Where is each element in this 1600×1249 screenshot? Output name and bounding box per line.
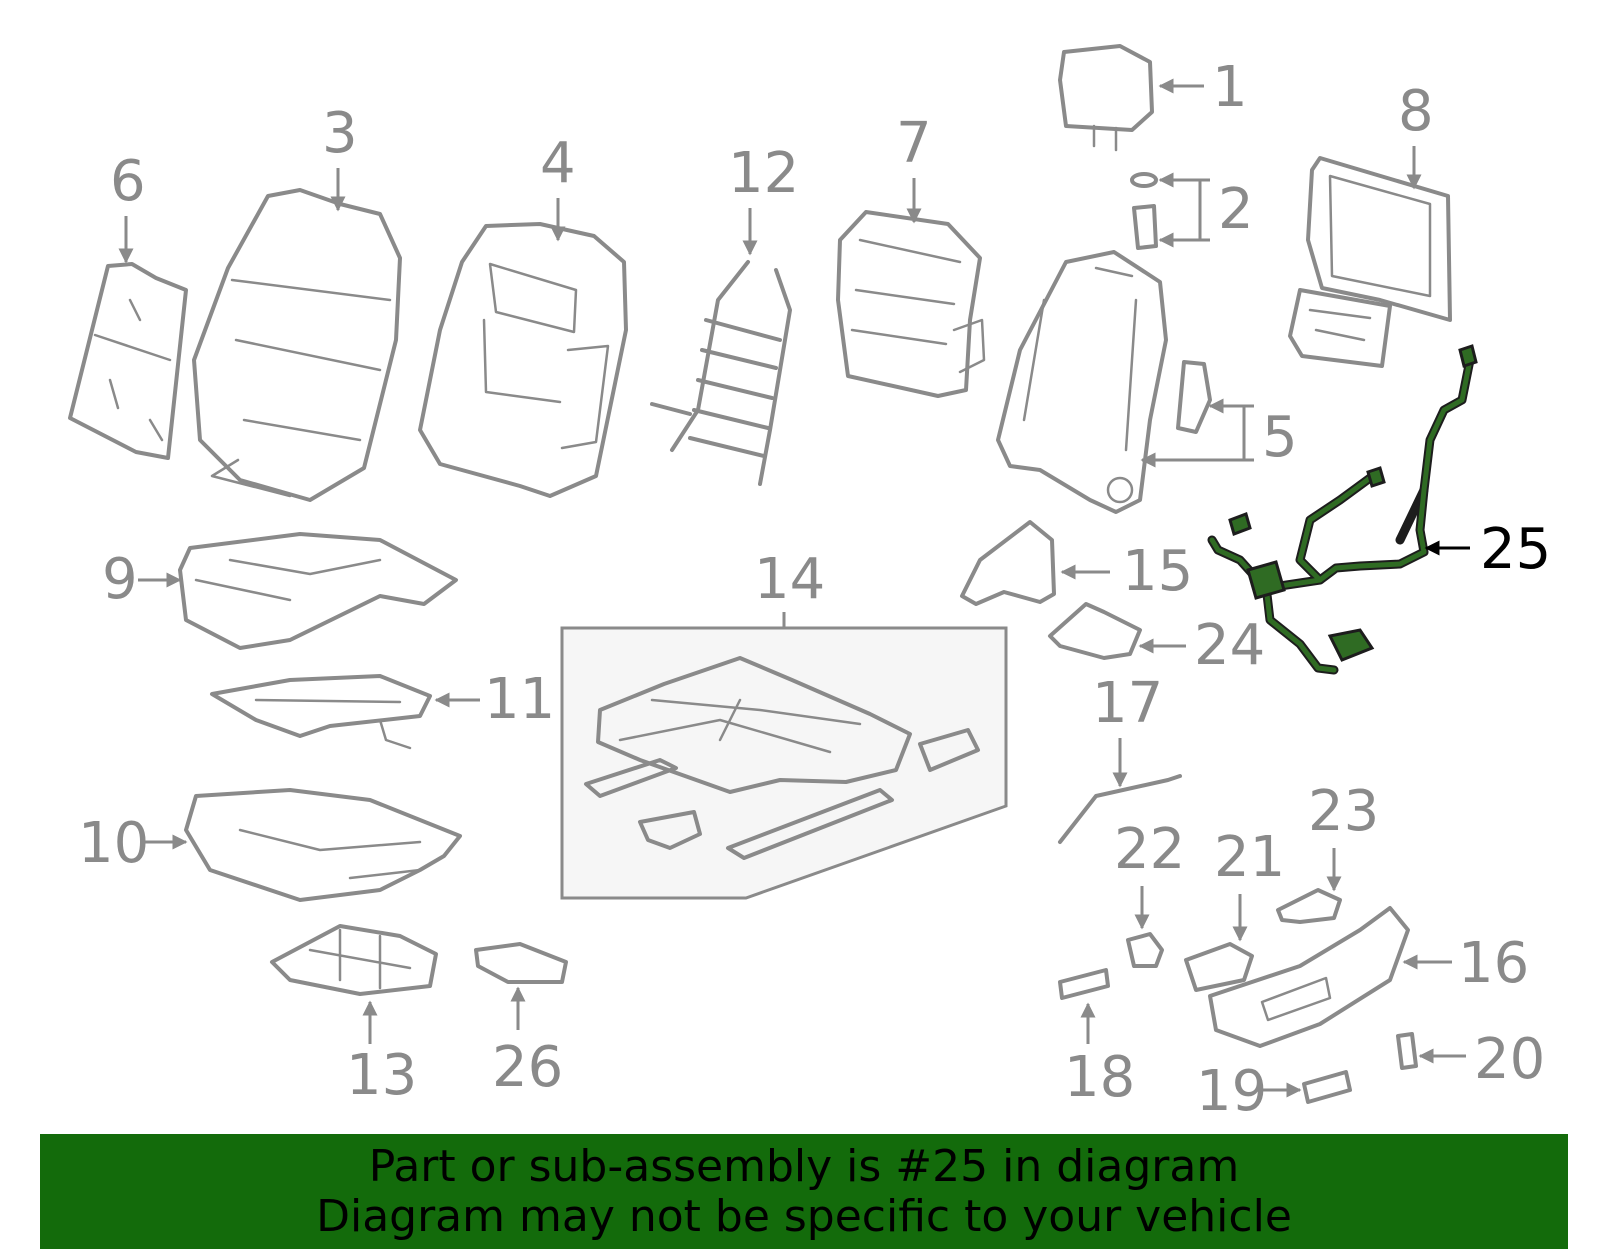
callout-4: 4 (540, 131, 576, 242)
callout-17: 17 (1092, 671, 1163, 788)
part-2-headrest-guides[interactable] (1130, 172, 1158, 250)
callout-label-19: 19 (1196, 1059, 1267, 1124)
callout-label-9: 9 (102, 547, 138, 612)
callout-7: 7 (896, 111, 932, 224)
callout-3: 3 (322, 101, 358, 212)
part-20-clip[interactable] (1396, 1032, 1418, 1070)
part-24-bracket[interactable] (1048, 602, 1142, 660)
callout-19: 19 (1196, 1059, 1302, 1124)
callout-10: 10 (78, 811, 188, 876)
callout-label-25: 25 (1480, 517, 1551, 582)
part-6-back-panel[interactable] (68, 262, 188, 460)
callout-label-26: 26 (492, 1035, 563, 1100)
callout-label-5: 5 (1262, 405, 1298, 470)
callout-12: 12 (728, 141, 799, 256)
part-10-cushion-pad[interactable] (184, 788, 462, 902)
callout-label-21: 21 (1214, 825, 1285, 890)
callout-22: 22 (1114, 817, 1185, 930)
part-17-link-rod[interactable] (1058, 774, 1182, 844)
part-5-seatback-frame[interactable] (996, 250, 1212, 514)
callout-23: 23 (1308, 779, 1379, 892)
part-22-knob[interactable] (1126, 932, 1164, 968)
callout-25: 25 (1424, 517, 1551, 582)
callout-16: 16 (1402, 931, 1529, 996)
part-16-side-shield[interactable] (1208, 906, 1410, 1048)
callout-label-24: 24 (1194, 613, 1265, 678)
callout-label-20: 20 (1474, 1027, 1545, 1092)
part-19-cap[interactable] (1302, 1070, 1352, 1104)
callout-9: 9 (102, 547, 182, 612)
callout-label-10: 10 (78, 811, 149, 876)
callout-26: 26 (492, 986, 563, 1100)
callout-label-18: 18 (1064, 1045, 1135, 1110)
part-14-seat-adjuster[interactable] (560, 626, 1008, 900)
callout-label-23: 23 (1308, 779, 1379, 844)
part-3-seat-back-cover[interactable] (192, 188, 402, 502)
banner-line-part-number: Part or sub-assembly is #25 in diagram (368, 1141, 1240, 1192)
callout-label-13: 13 (346, 1043, 417, 1108)
callout-label-12: 12 (728, 141, 799, 206)
callout-1: 1 (1158, 55, 1248, 120)
part-13-cushion-bracket[interactable] (270, 924, 438, 996)
callout-label-22: 22 (1114, 817, 1185, 882)
part-18-cap[interactable] (1058, 968, 1110, 1000)
callout-label-14: 14 (754, 547, 825, 612)
highlight-notice-banner: Part or sub-assembly is #25 in diagram D… (40, 1134, 1568, 1249)
callout-label-1: 1 (1212, 55, 1248, 120)
callout-label-16: 16 (1458, 931, 1529, 996)
part-15-bracket[interactable] (960, 520, 1056, 606)
part-1-headrest[interactable] (1058, 44, 1154, 152)
callout-label-17: 17 (1092, 671, 1163, 736)
callout-label-11: 11 (484, 667, 555, 732)
part-8-rear-screen[interactable] (1288, 156, 1452, 368)
callout-label-15: 15 (1122, 539, 1193, 604)
callout-14: 14 (754, 547, 825, 628)
callout-13: 13 (346, 1000, 417, 1108)
part-23-bracket[interactable] (1276, 888, 1342, 924)
callout-label-2: 2 (1218, 177, 1254, 242)
callout-label-4: 4 (540, 131, 576, 196)
part-11-cushion-mat[interactable] (210, 674, 432, 750)
callout-label-7: 7 (896, 111, 932, 176)
callout-20: 20 (1418, 1027, 1545, 1092)
callout-15: 15 (1060, 539, 1193, 604)
part-26-module[interactable] (474, 942, 568, 984)
callout-5: 5 (1140, 398, 1298, 470)
callout-label-8: 8 (1398, 79, 1434, 144)
callout-24: 24 (1138, 613, 1265, 678)
callout-11: 11 (434, 667, 555, 732)
part-7-back-frame[interactable] (836, 210, 986, 398)
callout-18: 18 (1064, 1002, 1135, 1110)
callout-label-3: 3 (322, 101, 358, 166)
callout-21: 21 (1214, 825, 1285, 942)
banner-line-disclaimer: Diagram may not be specific to your vehi… (316, 1191, 1292, 1242)
callout-2: 2 (1158, 172, 1254, 248)
part-21-switch[interactable] (1184, 942, 1254, 992)
callout-6: 6 (110, 149, 146, 264)
part-12-spring-mat[interactable] (650, 260, 792, 486)
part-4-seat-back-pad[interactable] (418, 222, 628, 498)
callout-8: 8 (1398, 79, 1434, 190)
callout-label-6: 6 (110, 149, 146, 214)
part-25-wiring-harness[interactable] (1207, 344, 1478, 675)
part-9-cushion-cover[interactable] (178, 532, 458, 650)
